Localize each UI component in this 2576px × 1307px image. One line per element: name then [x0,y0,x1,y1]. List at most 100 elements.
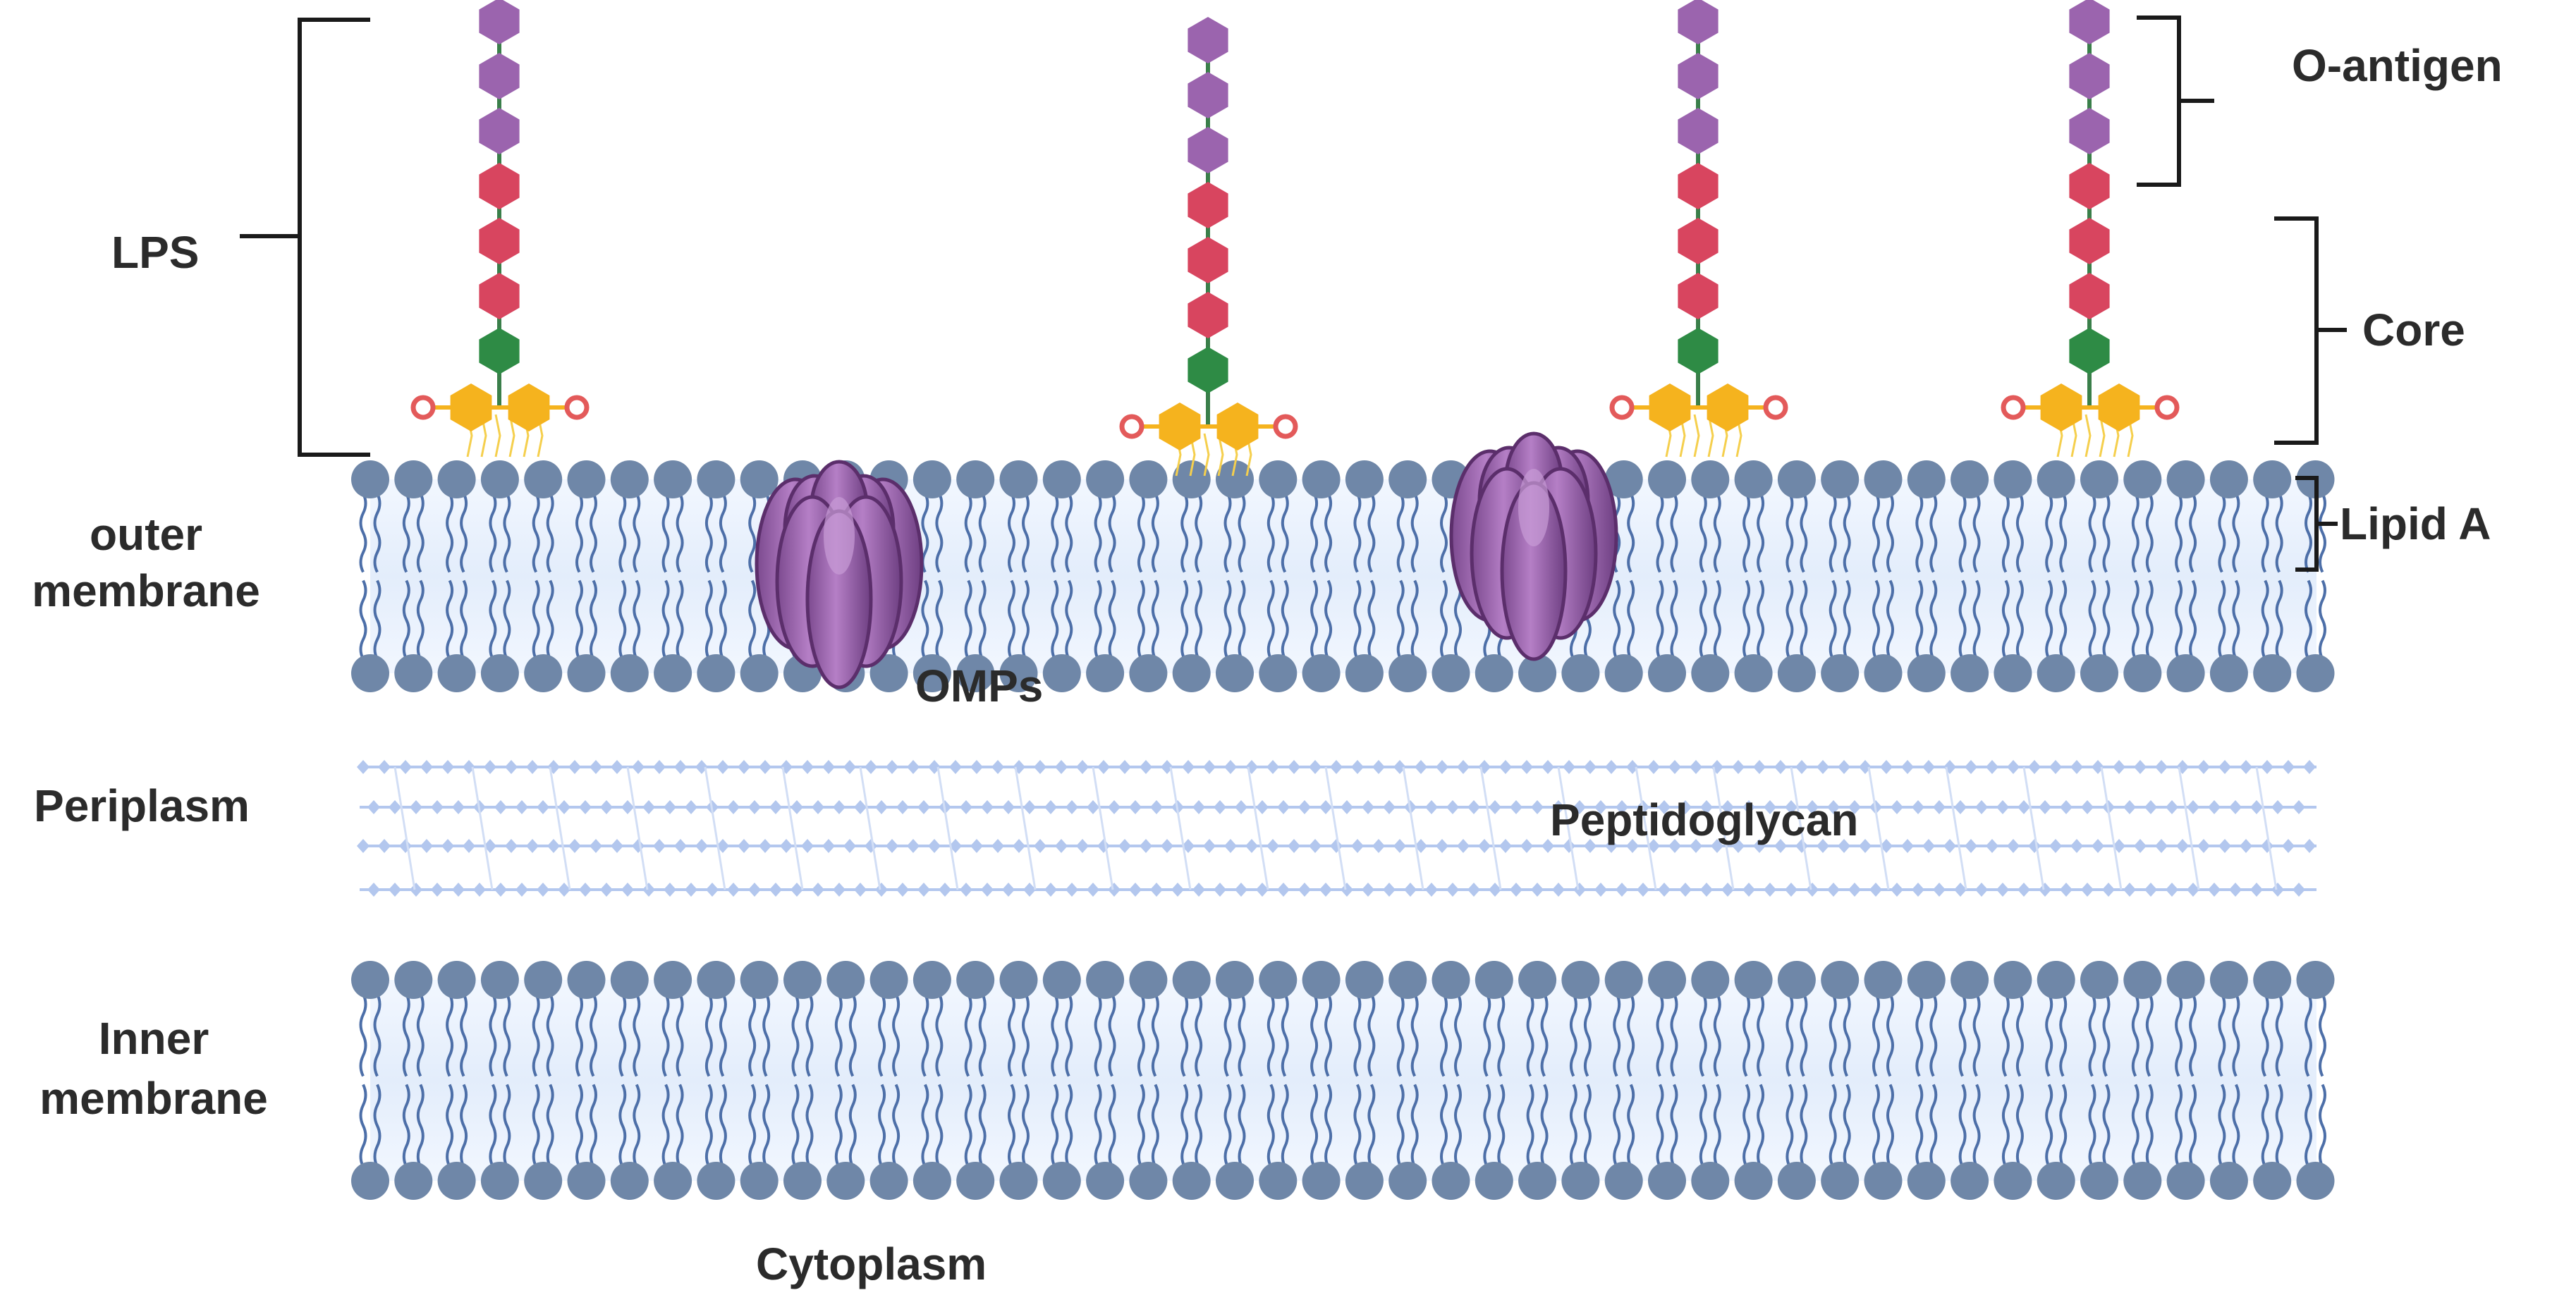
peptide-crosslink [1635,766,1657,890]
peptidoglycan-unit [579,800,592,814]
peptidoglycan-unit [1383,883,1396,897]
phosphate-group [1119,414,1144,439]
lipid-tail [489,579,497,660]
lipid-head [1777,654,1816,692]
lipid-tail [2001,1084,2010,1167]
peptidoglycan-unit [1573,800,1586,814]
o-antigen-sugar [479,108,520,154]
peptidoglycan-unit [1658,883,1671,897]
lipid-tail [1497,993,1506,1077]
lipid-tail [2131,579,2139,660]
lipid-head [394,654,433,692]
lipid-tail [2189,993,2197,1077]
lipid-head [2253,1162,2292,1200]
lipid-tail [460,579,468,660]
lipid-head [1475,1162,1513,1200]
peptidoglycan-unit [2303,760,2316,774]
lipid-head [1864,460,1903,498]
lipid-head [524,1162,563,1200]
peptidoglycan-unit [1764,800,1776,814]
peptidoglycan-unit [568,760,581,774]
lipid-tail [1022,1084,1030,1167]
lipid-head [2123,961,2162,999]
peptidoglycan-unit [1859,839,1872,853]
lipid-tail [1670,493,1678,573]
lipid-tail [2088,493,2096,573]
peptidoglycan-unit [2018,883,2030,897]
peptidoglycan-unit [1309,839,1321,853]
peptidoglycan-unit [1510,800,1522,814]
peptidoglycan-unit [1150,883,1163,897]
lipid-tail [590,579,597,660]
peptidoglycan-unit [1108,883,1121,897]
lps-bracket [240,18,370,457]
peptide-crosslink [859,766,881,890]
peptidoglycan-unit [473,883,486,897]
lipid-tail [1757,493,1765,573]
lipid-tail [1051,993,1059,1077]
lipid-head [1302,1162,1341,1200]
lipid-head [1129,654,1168,692]
lipid-head [1864,654,1903,692]
peptidoglycan-unit [1965,760,1977,774]
lipid-tail [590,993,597,1077]
peptidoglycan-unit [1817,839,1829,853]
lipid-tail [1713,579,1721,660]
lipid-tail [748,579,757,660]
lipid-tail [546,993,554,1077]
lipid-head [697,460,735,498]
lipid-tail [719,579,727,660]
peptidoglycan-unit [1235,883,1247,897]
lipid-head [2166,460,2205,498]
lipid-head [1691,654,1730,692]
lipid-head [654,654,692,692]
lipid-tail [503,1084,511,1167]
peptidoglycan-unit [843,760,856,774]
peptidoglycan-unit [2293,800,2305,814]
lipid-head [2123,1162,2162,1200]
peptidoglycan-unit [1732,839,1745,853]
lipid-head [2296,961,2335,999]
lipid-head [1821,460,1860,498]
core-sugar [2069,273,2110,319]
peptidoglycan-unit [357,839,370,853]
peptidoglycan-unit [1943,760,1956,774]
lipid-tail [1786,993,1794,1077]
peptidoglycan-unit [2250,883,2263,897]
peptidoglycan-unit [865,760,877,774]
lipid-tail [1829,993,1837,1077]
lipid-tail [661,1084,670,1167]
lipid-head [783,1162,822,1200]
peptidoglycan-unit [1436,839,1448,853]
peptidoglycan-unit [1711,760,1723,774]
peptidoglycan-unit [1436,760,1448,774]
lipid-tail [1627,993,1635,1077]
lipid-tail [2305,993,2312,1077]
lipid-tail [1180,579,1189,660]
inner-core-sugar [2069,328,2110,374]
lipid-tail [1670,993,1678,1077]
lipid-tail [2175,993,2183,1077]
peptidoglycan-unit [452,883,465,897]
lipid-tail [373,579,381,660]
peptidoglycan-unit [1996,800,2009,814]
lipid-tail [1569,1084,1577,1167]
lipid-head [740,460,779,498]
peptidoglycan-unit [769,883,782,897]
peptidoglycan-unit [1700,883,1713,897]
lipid-tail [2189,493,2197,573]
lipid-head [351,460,389,498]
peptidoglycan-unit [1510,883,1522,897]
peptidoglycan-unit [1467,800,1480,814]
lipid-a-glucosamine [1159,403,1201,450]
lipid-tail [791,1084,800,1167]
lipid-tail [2059,493,2068,573]
peptidoglycan-unit [494,883,507,897]
lipid-tail [1094,493,1102,573]
peptidoglycan-unit [1415,839,1427,853]
peptidoglycan-unit [1055,760,1068,774]
peptidoglycan-unit [642,883,655,897]
lipid-head [2296,654,2335,692]
lipid-tail [1223,1084,1232,1167]
lipid-tail [1929,993,1938,1077]
